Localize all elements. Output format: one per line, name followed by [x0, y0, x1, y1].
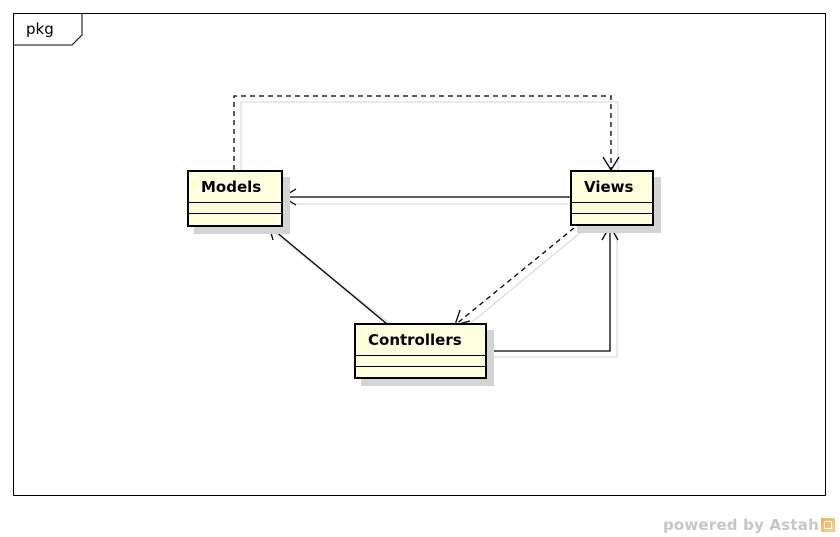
class-name: Models: [189, 172, 281, 203]
operations-compartment: [572, 214, 652, 225]
operations-compartment: [356, 367, 485, 378]
frame-label: pkg: [26, 20, 54, 38]
astah-logo-icon: [821, 518, 835, 532]
package-frame: [13, 13, 826, 496]
association-views-to-models: [281, 188, 570, 206]
connector-shadows: [240, 101, 619, 358]
operations-compartment: [189, 214, 281, 225]
attributes-compartment: [189, 203, 281, 214]
attributes-compartment: [572, 203, 652, 214]
association-controllers-to-models: [268, 225, 388, 325]
frame-label-tab: [14, 14, 83, 46]
attributes-compartment: [356, 356, 485, 367]
watermark-text: powered by Astah: [662, 516, 819, 534]
dependency-models-to-views: [233, 95, 620, 172]
class-controllers[interactable]: Controllers: [354, 323, 487, 379]
association-controllers-to-views: [487, 224, 619, 352]
watermark: powered by Astah: [663, 516, 835, 534]
class-models[interactable]: Models: [187, 170, 283, 227]
class-name: Controllers: [356, 325, 485, 356]
class-name: Views: [572, 172, 652, 203]
class-views[interactable]: Views: [570, 170, 654, 226]
dependency-views-to-controllers: [454, 227, 575, 326]
